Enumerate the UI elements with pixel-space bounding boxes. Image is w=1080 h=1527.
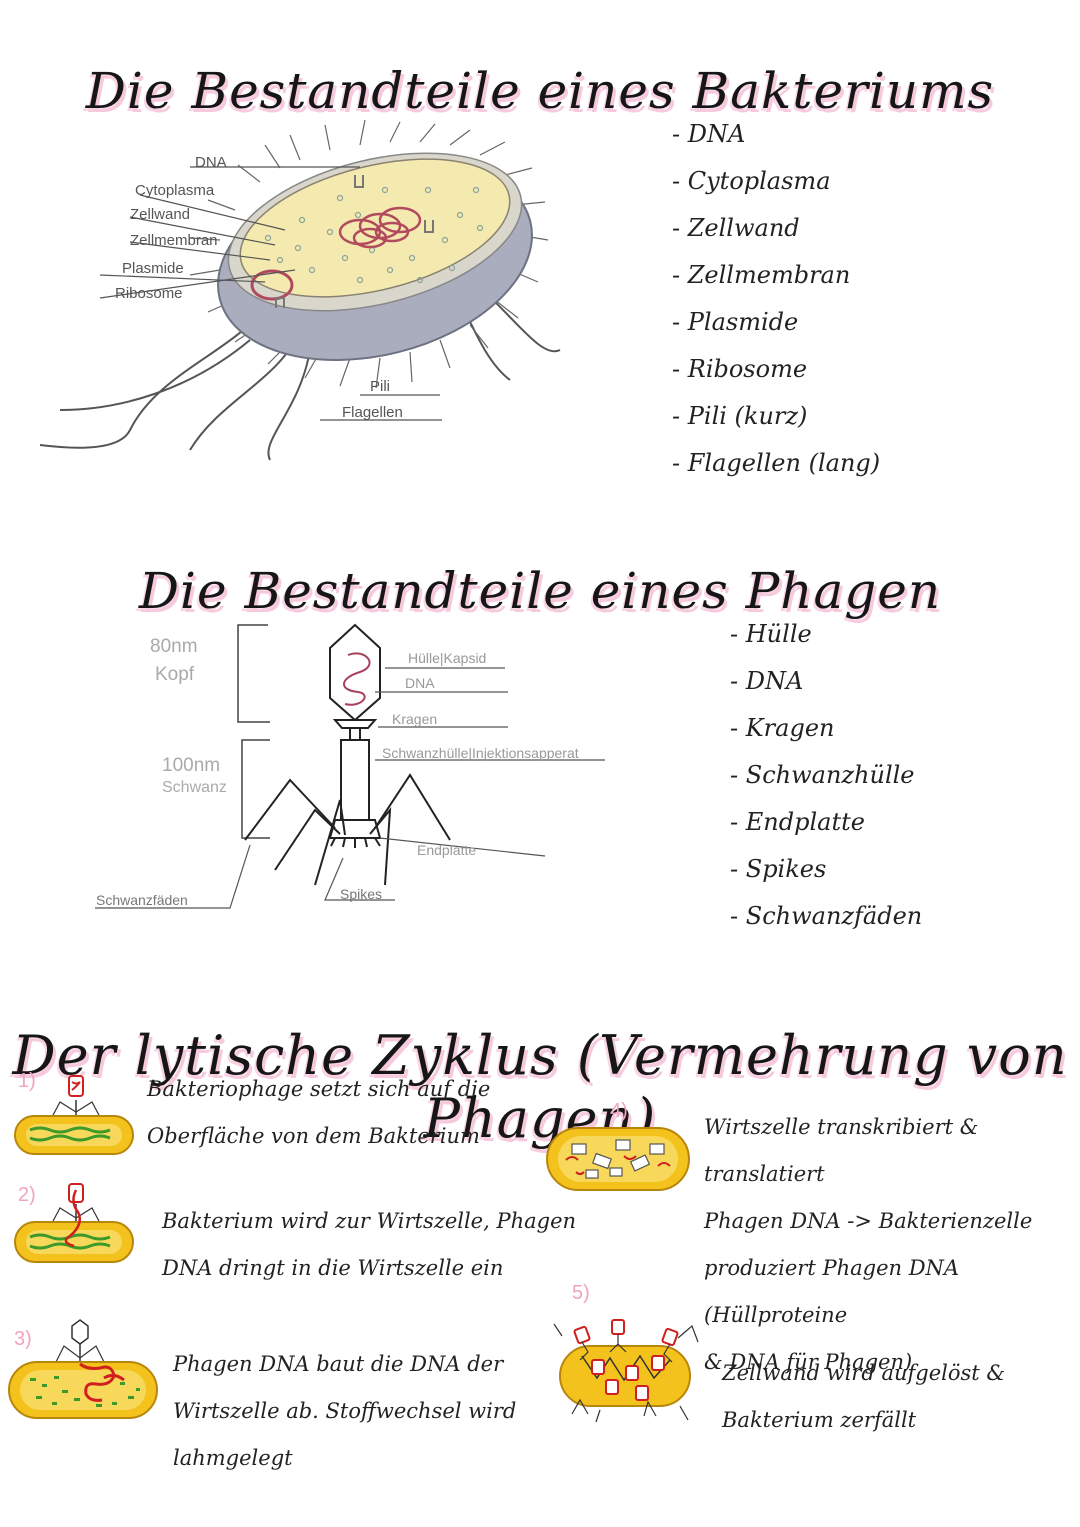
step-line: lahmgelegt (173, 1446, 293, 1470)
bacterium-section-title: Die Bestandteile eines Bakteriums (85, 61, 995, 120)
step-4-illustration (546, 1127, 690, 1191)
list-item: Spikes (730, 849, 922, 896)
step-5-text: Zellwand wird aufgelöst & Bakterium zerf… (722, 1350, 1005, 1444)
phage-parts-list: Hülle DNA Kragen Schwanzhülle Endplatte … (730, 614, 923, 943)
phage-tail (340, 739, 370, 821)
phage-label-kragen: Kragen (392, 711, 438, 727)
step-1-illustration (14, 1075, 134, 1155)
bact-label-pili: Pili (370, 378, 391, 395)
bacterium-parts-list: DNA Cytoplasma Zellwand Zellmembran Plas… (672, 114, 880, 490)
step-line: Bakteriophage setzt sich auf die (147, 1077, 491, 1101)
phage-label-endplatte: Endplatte (417, 842, 477, 858)
phage-baseplate (328, 819, 382, 839)
phage-label-huelle: Hülle|Kapsid (408, 650, 487, 666)
bact-label-cytoplasma: Cytoplasma (135, 182, 215, 199)
step-line: Wirtszelle transkribiert & translatiert (704, 1115, 979, 1186)
step-5-illustration (553, 1319, 699, 1423)
list-item: Plasmide (672, 302, 880, 349)
phage-label-kopf: Kopf (155, 664, 195, 685)
plasmid (250, 269, 294, 301)
step-line: Oberfläche von dem Bakterium (147, 1124, 480, 1148)
bact-label-ribosome: Ribosome (115, 285, 183, 302)
bacterium-diagram (39, 119, 561, 461)
step-line: & DNA für Phagen) (704, 1350, 913, 1374)
list-item: Flagellen (lang) (672, 443, 880, 490)
step-line: Phagen DNA -> Bakterienzelle (704, 1209, 1033, 1233)
pili (189, 119, 549, 389)
step-line: produziert Phagen DNA (Hüllproteine (704, 1256, 960, 1327)
step-line: Wirtszelle ab. Stoffwechsel wird (173, 1399, 517, 1423)
phage-diagram (95, 623, 605, 909)
list-item: DNA (672, 114, 880, 161)
list-item: DNA (730, 661, 922, 708)
bact-label-zellwand: Zellwand (130, 206, 191, 223)
bact-label-flagellen: Flagellen (342, 404, 403, 421)
step-line: Phagen DNA baut die DNA der (173, 1352, 504, 1376)
phage-label-kopf-size: 80nm (150, 636, 198, 657)
cycle-section-title: Der lytische Zyklus (Vermehrung von Phag… (12, 1024, 1068, 1151)
phage-label-dna: DNA (405, 675, 435, 691)
step-line: DNA dringt in die Wirtszelle ein (162, 1256, 504, 1280)
phage-section-title: Die Bestandteile eines Phagen (138, 561, 942, 620)
phage-label-schwanz: Schwanz (162, 779, 227, 796)
phage-label-schwanzfaeden: Schwanzfäden (96, 892, 188, 908)
phage-label-spikes: Spikes (340, 886, 383, 902)
list-item: Kragen (730, 708, 922, 755)
step-2-number: 2) (18, 1184, 36, 1206)
phage-label-schwanz-size: 100nm (162, 755, 221, 776)
list-item: Cytoplasma (672, 161, 880, 208)
bact-label-plasmide: Plasmide (122, 260, 184, 277)
step-1-text: Bakteriophage setzt sich auf die Oberflä… (147, 1066, 490, 1160)
step-line: Bakterium wird zur Wirtszelle, Phagen (162, 1209, 577, 1233)
bact-label-dna: DNA (195, 154, 227, 171)
phage-collar (332, 719, 378, 729)
list-item: Hülle (730, 614, 922, 661)
step-4-text: Wirtszelle transkribiert & translatiert … (704, 1104, 1080, 1386)
phage-label-schwanzhuelle: Schwanzhülle|Injektionsapperat (382, 745, 579, 761)
list-item: Ribosome (672, 349, 880, 396)
step-2-text: Bakterium wird zur Wirtszelle, Phagen DN… (162, 1198, 576, 1292)
step-line: Zellwand wird aufgelöst & (722, 1361, 1006, 1385)
step-1-number: 1) (18, 1070, 36, 1092)
bact-label-zellmembran: Zellmembran (130, 232, 218, 249)
list-item: Zellwand (672, 208, 880, 255)
list-item: Schwanzhülle (730, 755, 922, 802)
tail-fibers (244, 773, 451, 886)
step-3-number: 3) (14, 1328, 32, 1350)
list-item: Pili (kurz) (672, 396, 880, 443)
dna-coil (338, 206, 422, 249)
step-3-text: Phagen DNA baut die DNA der Wirtszelle a… (173, 1341, 516, 1482)
step-line: Bakterium zerfällt (722, 1408, 917, 1432)
ribosome-dots (264, 186, 484, 284)
list-item: Zellmembran (672, 255, 880, 302)
step-5-number: 5) (572, 1282, 590, 1304)
list-item: Endplatte (730, 802, 922, 849)
step-4-number: 4) (610, 1100, 628, 1122)
phage-capsid (329, 623, 381, 722)
cytoplasm-area (239, 158, 511, 298)
step-2-illustration (14, 1183, 134, 1263)
phage-dna (343, 652, 371, 706)
list-item: Schwanzfäden (730, 896, 923, 943)
step-3-illustration (8, 1319, 158, 1419)
